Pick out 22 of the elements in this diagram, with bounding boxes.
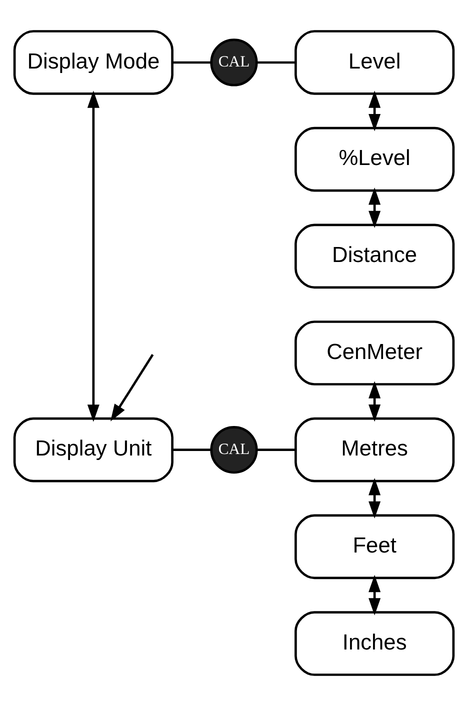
connector xyxy=(172,448,211,452)
arrow xyxy=(368,478,381,519)
arrow xyxy=(368,574,381,616)
arrow xyxy=(368,188,381,228)
node-box: Feet xyxy=(294,514,455,580)
node-box: %Level xyxy=(294,126,455,192)
node-box: Display Mode xyxy=(13,30,174,95)
arrow xyxy=(87,90,100,422)
node-box: Display Unit xyxy=(13,417,174,482)
node-box: Level xyxy=(294,30,455,95)
arrow xyxy=(110,354,154,422)
node-box: CenMeter xyxy=(294,320,455,386)
arrow xyxy=(368,381,381,422)
arrow xyxy=(368,90,381,132)
node-box: Metres xyxy=(294,417,455,482)
connector xyxy=(172,61,211,64)
node-circle: CAL xyxy=(210,426,258,474)
node-box: Inches xyxy=(294,611,455,676)
connector xyxy=(257,61,296,64)
node-box: Distance xyxy=(294,224,455,289)
node-circle: CAL xyxy=(210,38,258,86)
connector xyxy=(257,448,296,452)
